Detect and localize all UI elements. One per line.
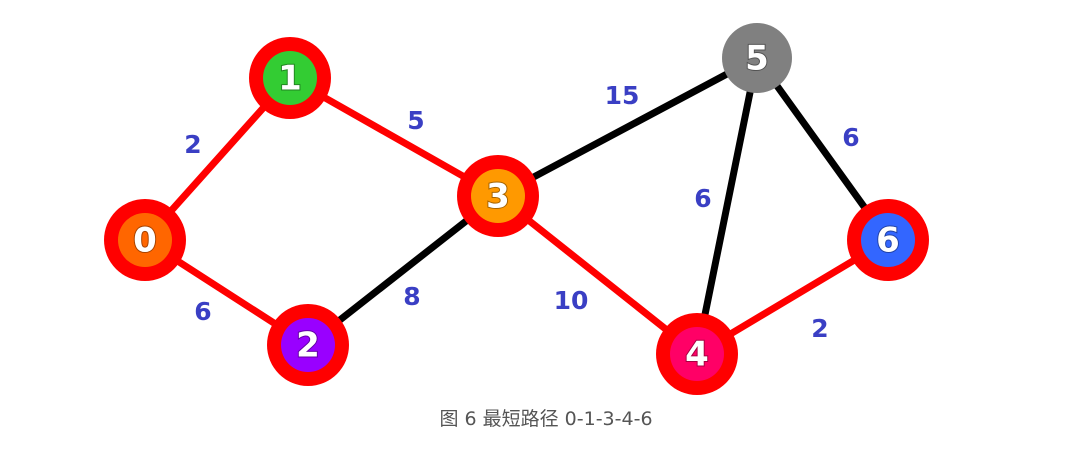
node-6-circle	[861, 213, 915, 267]
edge-3-4	[494, 192, 701, 358]
edge-weight-0-1: 2	[184, 130, 201, 159]
node-3-label: 3	[486, 177, 510, 217]
edge-5-4	[693, 54, 761, 358]
node-4: 4	[656, 313, 738, 395]
node-0-circle	[118, 213, 172, 267]
nodes-layer: 0 1 2 3 4 5 6	[104, 23, 929, 395]
edge-weight-0-2: 6	[194, 297, 211, 326]
node-0: 0	[104, 199, 186, 281]
node-4-label: 4	[685, 335, 709, 375]
node-6-label: 6	[876, 221, 900, 261]
edge-weight-1-3: 5	[407, 106, 424, 135]
node-3-circle	[471, 169, 525, 223]
node-1: 1	[249, 37, 331, 119]
edge-weights-layer: 2 6 5 8 15 10 6 6 2	[184, 81, 859, 343]
node-5-circle	[722, 23, 792, 93]
edge-weight-3-5: 15	[605, 81, 640, 110]
node-1-circle	[263, 51, 317, 105]
edge-weight-3-4: 10	[554, 286, 589, 315]
node-2-label: 2	[296, 326, 320, 366]
node-0-label: 0	[133, 221, 157, 261]
node-1-label: 1	[278, 59, 302, 99]
node-5: 5	[722, 23, 792, 93]
figure-caption: 图 6 最短路径 0-1-3-4-6	[439, 408, 653, 430]
graph-canvas: 2 6 5 8 15 10 6 6 2 0 1 2 3 4 5 6	[104, 23, 929, 395]
node-6: 6	[847, 199, 929, 281]
node-2-circle	[281, 318, 335, 372]
edge-3-5	[494, 54, 761, 200]
node-2: 2	[267, 304, 349, 386]
node-3: 3	[457, 155, 539, 237]
edge-weight-5-6: 6	[842, 123, 859, 152]
edge-weight-2-3: 8	[403, 282, 420, 311]
node-4-circle	[670, 327, 724, 381]
node-5-label: 5	[745, 39, 769, 79]
edge-weight-4-6: 2	[811, 314, 828, 343]
edge-weight-5-4: 6	[694, 184, 711, 213]
